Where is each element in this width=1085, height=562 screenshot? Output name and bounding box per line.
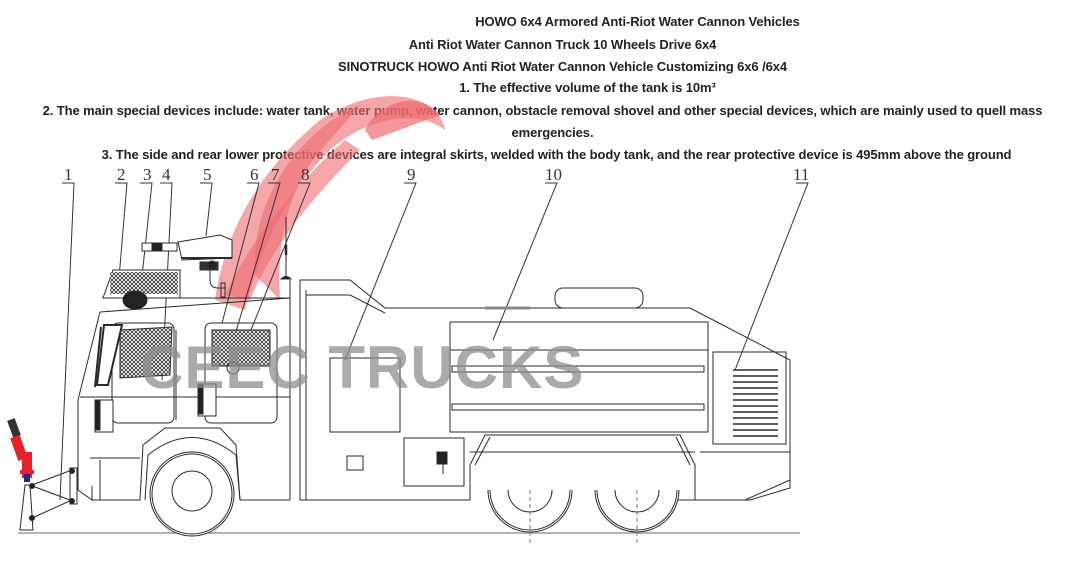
callout-1: 1	[64, 165, 73, 184]
spec-item-2-cont: emergencies.	[511, 125, 594, 140]
callout-4: 4	[162, 165, 171, 184]
bumper-water-cannon	[7, 418, 34, 482]
truck-body	[7, 217, 800, 545]
callout-2: 2	[117, 165, 126, 184]
logo-watermark	[215, 96, 445, 310]
spec-item-1: 1. The effective volume of the tank is 1…	[459, 80, 716, 95]
callout-10: 10	[545, 165, 562, 184]
spec-item-2: 2. The main special devices include: wat…	[42, 103, 1043, 118]
subtitle-1: Anti Riot Water Cannon Truck 10 Wheels D…	[408, 37, 717, 52]
callout-8: 8	[301, 165, 310, 184]
ceec-trucks-watermark: CEEC TRUCKS	[140, 334, 584, 401]
callout-5: 5	[203, 165, 212, 184]
title: HOWO 6x4 Armored Anti-Riot Water Cannon …	[475, 14, 800, 29]
callout-6: 6	[250, 165, 259, 184]
callout-11: 11	[793, 165, 809, 184]
callout-9: 9	[407, 165, 416, 184]
callout-7: 7	[271, 165, 280, 184]
subtitle-2: SINOTRUCK HOWO Anti Riot Water Cannon Ve…	[338, 59, 787, 74]
callouts: 1 2 3 4 5 6 7 8 9 10 11	[59, 165, 809, 501]
callout-3: 3	[143, 165, 152, 184]
